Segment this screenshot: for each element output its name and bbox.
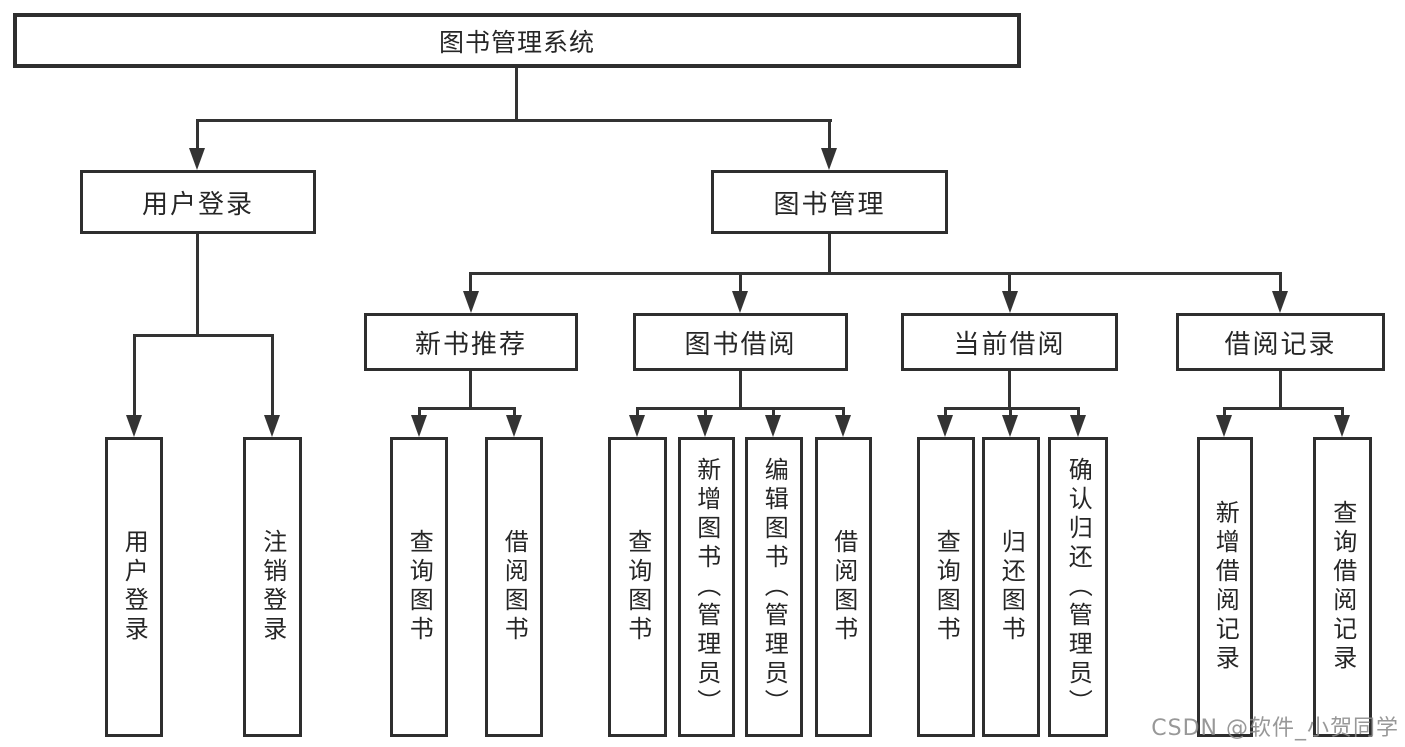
leaf-label: 查询图书 [932,529,961,645]
leaf-borrow-books-recommend: 借阅图书 [485,437,543,737]
connector-line [842,407,845,417]
arrow-down-icon [1272,291,1288,313]
node-book-management: 图书管理 [711,170,948,234]
connector-line [133,334,274,337]
node-user-login: 用户登录 [80,170,316,234]
leaf-label: 查询图书 [623,529,652,645]
arrow-down-icon [821,148,837,170]
arrow-down-icon [697,415,713,437]
connector-line [828,119,831,150]
connector-line [271,334,274,417]
arrow-down-icon [732,291,748,313]
leaf-label: 新增借阅记录 [1211,500,1240,674]
arrow-down-icon [189,148,205,170]
leaf-label: 确认归还（管理员） [1064,456,1093,718]
node-borrowing-records: 借阅记录 [1176,313,1385,371]
leaf-label: 新增图书（管理员） [692,456,721,718]
connector-line [636,407,639,417]
connector-line [828,234,831,275]
connector-line [772,407,775,417]
watermark: CSDN @软件_小贺同学 [1151,716,1399,741]
leaf-borrow-books: 借阅图书 [815,437,872,737]
leaf-edit-books-admin: 编辑图书（管理员） [745,437,803,737]
connector-line [636,407,845,410]
connector-line [196,119,199,150]
node-current-borrowing: 当前借阅 [901,313,1118,371]
leaf-user-login: 用户登录 [105,437,163,737]
connector-line [1279,371,1282,409]
connector-line [1341,407,1344,417]
connector-line [944,407,947,417]
leaf-add-books-admin: 新增图书（管理员） [678,437,735,737]
connector-line [739,371,742,409]
connector-line [704,407,707,417]
leaf-query-books-borrow: 查询图书 [608,437,667,737]
leaf-label: 注销登录 [258,529,287,645]
leaf-return-books: 归还图书 [982,437,1040,737]
arrow-down-icon [835,415,851,437]
leaf-label: 借阅图书 [500,529,529,645]
connector-line [469,371,472,409]
leaf-add-borrow-record: 新增借阅记录 [1197,437,1253,737]
arrow-down-icon [264,415,280,437]
connector-line [133,334,136,417]
connector-line [418,407,421,417]
connector-line [1077,407,1080,417]
connector-line [1008,371,1011,409]
connector-line [513,407,516,417]
leaf-label: 归还图书 [997,529,1026,645]
connector-line [739,272,742,293]
connector-line [515,68,518,120]
arrow-down-icon [1216,415,1232,437]
connector-line [196,119,832,122]
connector-line [1223,407,1226,417]
arrow-down-icon [411,415,427,437]
connector-line [1008,272,1011,293]
arrow-down-icon [1002,415,1018,437]
arrow-down-icon [463,291,479,313]
leaf-label: 查询图书 [405,529,434,645]
leaf-query-borrow-record: 查询借阅记录 [1313,437,1372,737]
arrow-down-icon [765,415,781,437]
node-library-management-system: 图书管理系统 [13,13,1021,68]
arrow-down-icon [937,415,953,437]
connector-line [469,272,1282,275]
connector-line [944,407,1080,410]
connector-line [1223,407,1344,410]
leaf-label: 用户登录 [120,529,149,645]
arrow-down-icon [1334,415,1350,437]
node-new-book-recommendation: 新书推荐 [364,313,578,371]
connector-line [1009,407,1012,417]
connector-line [418,407,516,410]
leaf-query-books-recommend: 查询图书 [390,437,448,737]
connector-line [196,234,199,336]
arrow-down-icon [126,415,142,437]
leaf-label: 借阅图书 [829,529,858,645]
node-book-borrowing: 图书借阅 [633,313,848,371]
leaf-label: 编辑图书（管理员） [760,456,789,718]
arrow-down-icon [1070,415,1086,437]
leaf-label: 查询借阅记录 [1328,500,1357,674]
leaf-confirm-return-admin: 确认归还（管理员） [1048,437,1108,737]
arrow-down-icon [629,415,645,437]
leaf-query-books-current: 查询图书 [917,437,975,737]
arrow-down-icon [506,415,522,437]
connector-line [1279,272,1282,293]
leaf-logout: 注销登录 [243,437,302,737]
connector-line [469,272,472,293]
arrow-down-icon [1002,291,1018,313]
